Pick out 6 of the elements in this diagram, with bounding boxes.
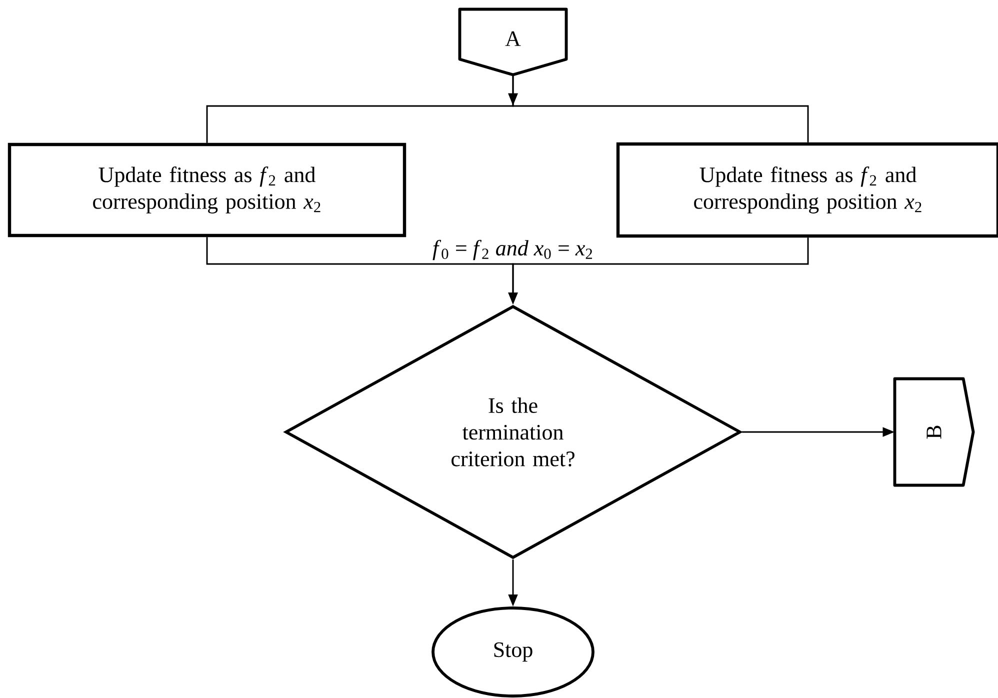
process-box: Update fitness as f$_{2}$ and corresponding position x$_{2}$ [8,142,406,238]
edge-label: f$_{0}$ = f$_{2}$ and x$_{0}$ = x$_{2}$ [431,238,595,262]
process-box: Update fitness as f$_{2}$ and corresponding position x$_{2}$ [616,142,998,238]
offpage-connector: A [458,8,568,76]
offpage-connector: B [893,377,975,487]
terminal-oval: Stop [432,606,594,698]
